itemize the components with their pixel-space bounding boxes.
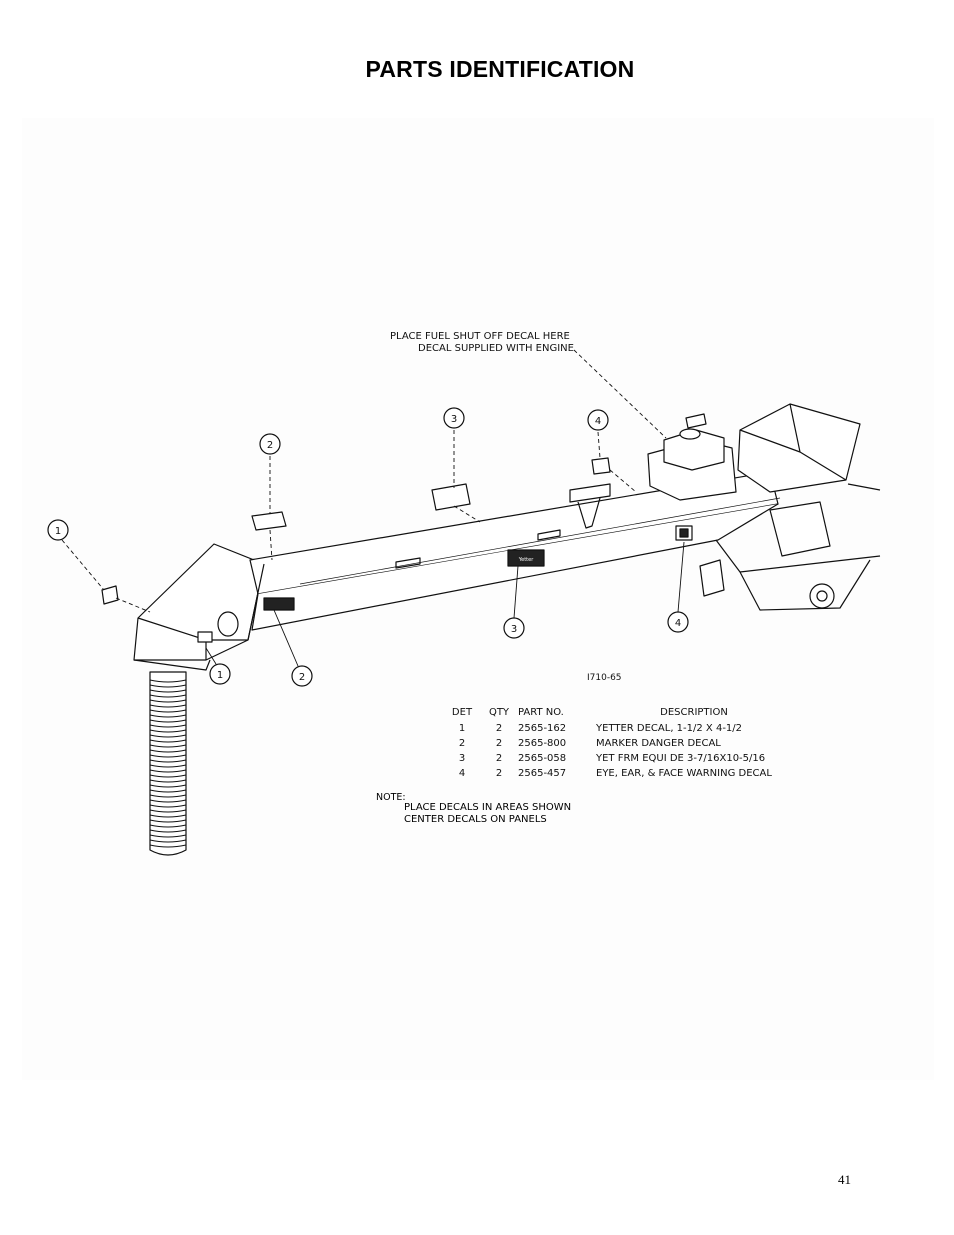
spout-head — [133, 543, 265, 671]
hose-ring — [149, 789, 187, 793]
hose-ring — [149, 719, 187, 723]
hose-ring — [149, 764, 187, 768]
callout-number-2: 2 — [267, 440, 273, 451]
callout-number-3: 3 — [511, 624, 517, 635]
column-header-description: DESCRIPTION — [660, 707, 728, 718]
decal-brand-logo: Yetter — [518, 557, 534, 563]
column-header-det: DET — [451, 707, 473, 718]
hose-ring — [149, 749, 187, 753]
hose-ring — [149, 814, 187, 818]
hose-ring — [149, 729, 187, 733]
note-lines: PLACE DECALS IN AREAS SHOWN CENTER DECAL… — [404, 802, 571, 826]
callout-number-3: 3 — [451, 414, 457, 425]
hose-ring — [149, 754, 187, 758]
callout-circles — [47, 407, 689, 687]
part-no-cell: 2565-058 — [518, 753, 567, 764]
hose-ring — [149, 739, 187, 743]
hose-ring — [149, 679, 187, 683]
part-no-cell: 2565-800 — [518, 738, 567, 749]
hose-ring — [149, 709, 187, 713]
hose-ring — [149, 824, 187, 828]
description-cell: YET FRM EQUI DE 3-7/16X10-5/16 — [596, 753, 766, 764]
hose-ring — [149, 694, 187, 698]
description-cell: YETTER DECAL, 1-1/2 X 4-1/2 — [596, 723, 743, 734]
hose-ring — [149, 684, 187, 688]
table-row: 3 2 2565-058 YET FRM EQUI DE 3-7/16X10-5… — [440, 751, 796, 766]
drawing-number: I710-65 — [587, 673, 622, 683]
table-row: 4 2 2565-457 EYE, EAR, & FACE WARNING DE… — [440, 766, 796, 781]
hose-ring — [149, 834, 187, 838]
det-cell: 3 — [458, 753, 466, 764]
hose-ring — [149, 829, 187, 833]
hose-ring — [149, 799, 187, 803]
note-line: PLACE DECALS IN AREAS SHOWN — [404, 802, 572, 813]
callout-number-4: 4 — [675, 618, 681, 629]
hose-ring — [149, 714, 187, 718]
hose-ring — [149, 744, 187, 748]
hose-ring — [149, 704, 187, 708]
table-header-row: DET QTY PART NO. DESCRIPTION — [440, 704, 796, 721]
det-cell: 4 — [458, 768, 466, 779]
page-title: PARTS IDENTIFICATION — [365, 56, 635, 82]
hose-ring — [149, 734, 187, 738]
page-number: 41 — [838, 1172, 851, 1187]
table-row: 2 2 2565-800 MARKER DANGER DECAL — [440, 736, 796, 751]
fuel-shutoff-note-line1: PLACE FUEL SHUT OFF DECAL HERE — [390, 331, 570, 342]
hose-ring — [149, 819, 187, 823]
qty-cell: 2 — [495, 723, 503, 734]
callout-number-1: 1 — [55, 526, 61, 537]
decal-marks — [263, 525, 693, 611]
description-cell: EYE, EAR, & FACE WARNING DECAL — [596, 768, 772, 779]
part-no-cell: 2565-457 — [518, 768, 567, 779]
table-row: 1 2 2565-162 YETTER DECAL, 1-1/2 X 4-1/2 — [440, 721, 796, 736]
qty-cell: 2 — [495, 738, 503, 749]
det-cell: 2 — [458, 738, 466, 749]
callout-number-4: 4 — [595, 416, 601, 427]
engine-hopper-assembly — [647, 403, 881, 611]
description-cell: MARKER DANGER DECAL — [596, 738, 721, 749]
callout-number-1: 1 — [217, 670, 223, 681]
hose-ring — [149, 839, 187, 843]
hose-ring — [149, 699, 187, 703]
column-header-part-no: PART NO. — [518, 707, 564, 718]
decal-outlines — [101, 457, 611, 605]
parts-table: DET QTY PART NO. DESCRIPTION 1 2 2565-16… — [440, 704, 796, 781]
hose-ring — [149, 774, 187, 778]
hose-ring — [149, 784, 187, 788]
hose-ring — [149, 794, 187, 798]
part-no-cell: 2565-162 — [518, 723, 567, 734]
note-line: CENTER DECALS ON PANELS — [404, 814, 547, 825]
hose-ring — [149, 809, 187, 813]
hose-ring — [149, 689, 187, 693]
hose-ring — [149, 724, 187, 728]
hose-ring — [149, 779, 187, 783]
qty-cell: 2 — [495, 768, 503, 779]
column-header-qty: QTY — [488, 707, 510, 718]
callout-number-2: 2 — [299, 672, 305, 683]
hose-ring — [149, 769, 187, 773]
callout-lines — [205, 541, 685, 667]
det-cell: 1 — [458, 723, 466, 734]
fuel-shutoff-note-line2: DECAL SUPPLIED WITH ENGINE — [418, 343, 574, 354]
spout-hose — [149, 671, 187, 856]
hose-ring — [149, 804, 187, 808]
conveyor-tube — [247, 471, 781, 641]
qty-cell: 2 — [495, 753, 503, 764]
hose-ring — [149, 759, 187, 763]
leader-lines — [61, 349, 667, 613]
hose-ring — [149, 844, 187, 848]
note-label: NOTE: — [376, 792, 406, 803]
